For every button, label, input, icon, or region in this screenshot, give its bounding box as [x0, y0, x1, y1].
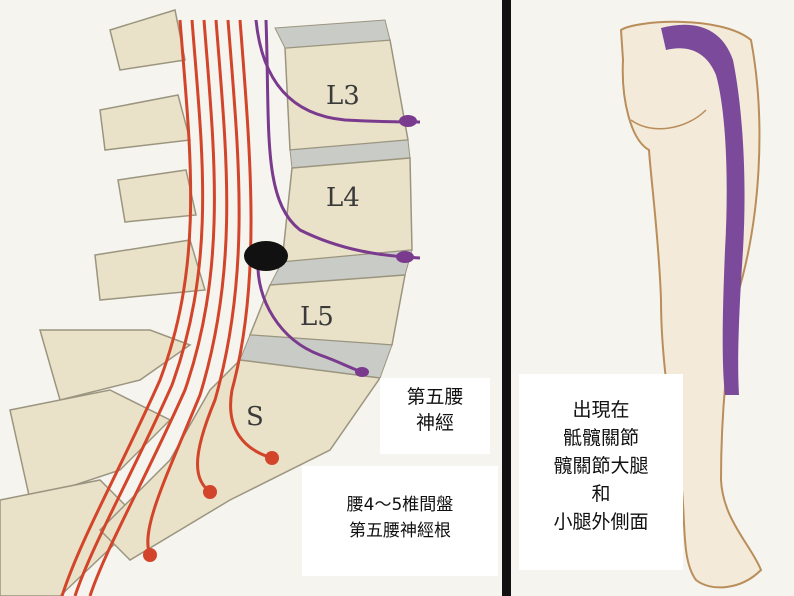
sciatic-pain-region	[661, 24, 745, 396]
sacrum	[98, 359, 382, 561]
label-l5: L5	[300, 302, 334, 332]
pain-region-caption-line: 小腿外側面	[553, 511, 649, 533]
leg-illustration	[619, 20, 763, 589]
nerve-caption-line: 神經	[415, 412, 454, 434]
spine-illustration: L3 L4 L5 S	[0, 9, 421, 596]
disc-caption-line: 第五腰神經根	[349, 521, 451, 541]
buttock-crease	[630, 109, 707, 130]
leg-outline	[619, 20, 763, 589]
nerve-root-ganglia	[355, 115, 417, 377]
pain-region-caption-line: 髖關節大腿	[553, 455, 649, 477]
disc-caption-line: 腰4～5椎間盤	[346, 495, 454, 515]
herniated-disc-marker	[244, 241, 288, 271]
panel-divider	[502, 0, 511, 596]
leg-diagram-panel: 出現在 骶髖關節 髖關節大腿 和 小腿外側面	[511, 0, 794, 596]
label-s: S	[246, 402, 264, 432]
label-l3: L3	[326, 81, 360, 111]
nerve-caption-line: 第五腰	[406, 386, 464, 408]
disc-caption: 腰4～5椎間盤 第五腰神經根	[302, 466, 498, 576]
pain-region-caption-line: 出現在	[572, 399, 630, 421]
pain-region-caption-line: 和	[591, 483, 611, 505]
pain-region-caption-line: 骶髖關節	[562, 427, 639, 449]
cauda-equina-strands	[60, 19, 273, 596]
nerve-caption: 第五腰 神經	[380, 378, 490, 454]
pain-region-caption: 出現在 骶髖關節 髖關節大腿 和 小腿外側面	[519, 374, 683, 570]
lumbar-nerve-roots	[254, 19, 421, 374]
sacral-root-ganglia	[143, 451, 279, 562]
label-l4: L4	[326, 183, 360, 213]
spine-diagram-panel: L3 L4 L5 S 第五腰 神經 腰4～5椎間盤 第五腰神經根	[0, 0, 502, 596]
